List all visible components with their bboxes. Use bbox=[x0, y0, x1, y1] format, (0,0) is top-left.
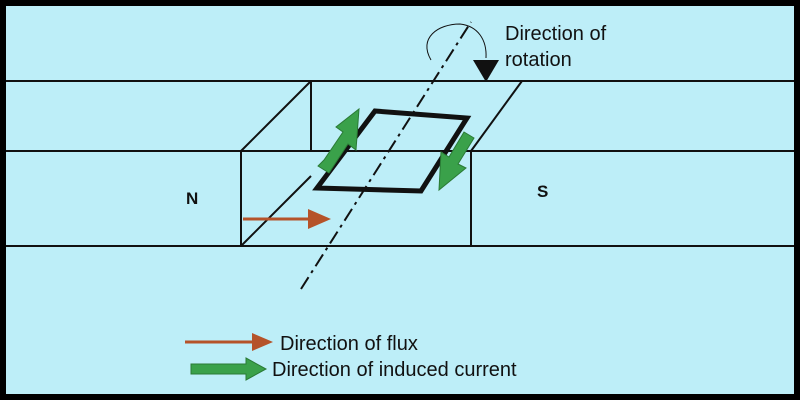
north-pole-block bbox=[240, 80, 312, 247]
legend: Direction of flux Direction of induced c… bbox=[185, 333, 517, 381]
induced-current-arrow-right bbox=[438, 131, 475, 192]
legend-flux-label: Direction of flux bbox=[280, 333, 418, 355]
background-panel bbox=[6, 6, 794, 394]
field-lines bbox=[6, 80, 794, 247]
south-pole-label: S bbox=[537, 182, 548, 201]
rotation-label-line1: Direction of bbox=[505, 23, 607, 45]
flux-arrowhead-main bbox=[308, 209, 331, 229]
south-pole-block bbox=[470, 80, 523, 246]
legend-current-label: Direction of induced current bbox=[272, 359, 517, 381]
rotation-arc bbox=[426, 23, 487, 61]
legend-flux-arrowhead-icon bbox=[252, 333, 273, 351]
legend-current-arrow-icon bbox=[190, 357, 268, 381]
rotation-label-line2: rotation bbox=[505, 49, 572, 71]
rotation-axis bbox=[300, 21, 472, 290]
induced-current-arrow-left bbox=[317, 107, 360, 174]
north-pole-label: N bbox=[186, 189, 198, 208]
rotation-arrowhead-icon bbox=[473, 60, 499, 82]
